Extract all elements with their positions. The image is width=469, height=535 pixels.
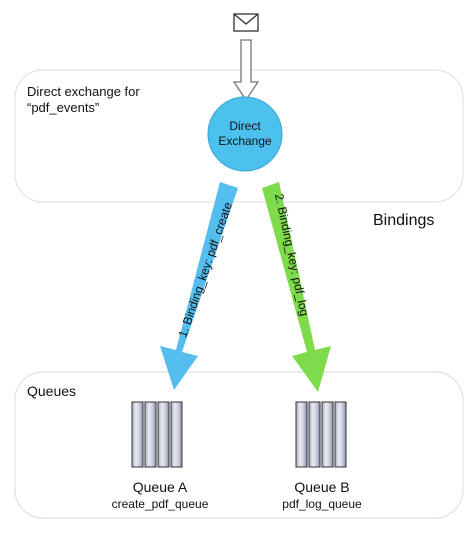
queue-b-routing: pdf_log_queue [282, 497, 362, 511]
queue-a-name: Queue A [133, 479, 188, 495]
exchange-panel-label-line2: “pdf_events” [27, 100, 99, 115]
publish-arrow [232, 39, 260, 102]
binding-2-label: 2. Binding_key: pdf_log [272, 192, 312, 317]
queue-a-icon [131, 401, 183, 468]
envelope-icon [233, 13, 259, 32]
binding-1-label: 1. Binding_key: pdf_create [175, 200, 235, 339]
queue-a-routing: create_pdf_queue [112, 497, 209, 511]
queues-panel [14, 371, 464, 519]
bindings-label: Bindings [373, 212, 434, 229]
direct-exchange-node[interactable] [207, 96, 283, 172]
exchange-node-label-line2: Exchange [218, 134, 272, 148]
queue-b-name: Queue B [294, 479, 349, 495]
binding-arrow-2: 2. Binding_key: pdf_log [262, 182, 331, 392]
exchange-panel-label-line1: Direct exchange for [27, 84, 140, 99]
queue-b-icon [295, 401, 347, 468]
binding-arrow-1: 1. Binding_key: pdf_create [160, 182, 238, 390]
exchange-node-label-line1: Direct [229, 119, 261, 133]
queues-panel-label: Queues [27, 383, 76, 399]
